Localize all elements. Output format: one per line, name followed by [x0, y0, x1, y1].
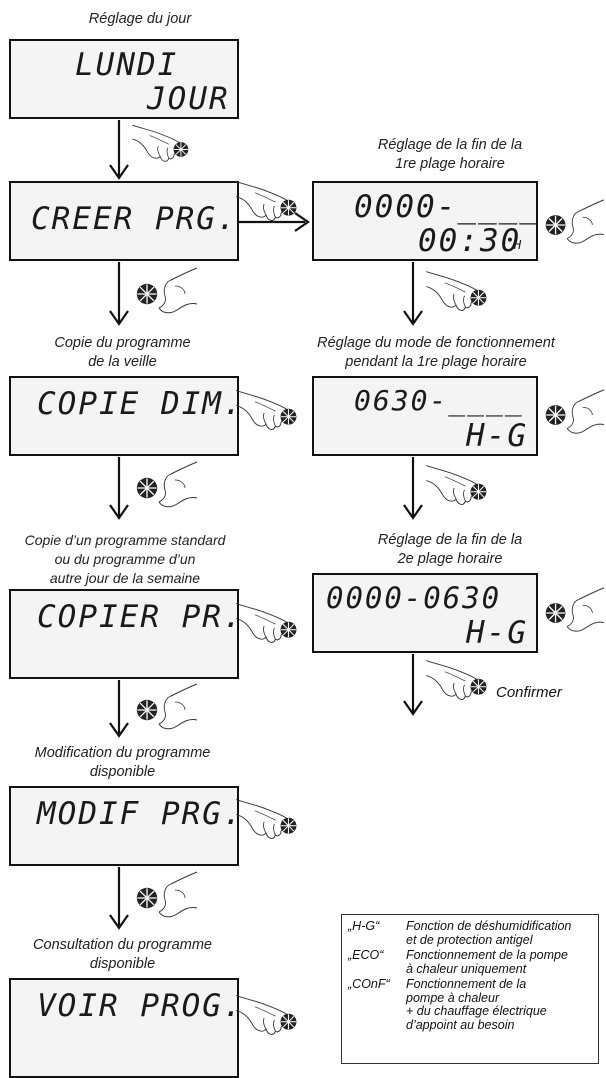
caption-line: 1re plage horaire — [395, 156, 505, 172]
display-modif-prg: MODIF PRG. — [9, 786, 242, 866]
display-line-2: H-G — [466, 615, 528, 651]
hand-press-icon — [132, 125, 188, 161]
display-creer-prg: CREER PRG. — [9, 181, 239, 261]
hand-turn-icon — [546, 390, 604, 433]
hand-press-icon — [236, 800, 296, 839]
caption-copy-standard: Copie d’un programme standard ou du prog… — [0, 531, 250, 588]
legend-line: à chaleur uniquement — [406, 961, 527, 976]
display-line-1: 0000-____ — [354, 189, 540, 225]
hand-press-icon — [236, 391, 296, 430]
legend-box: „H-G“ Fonction de déshumidification et d… — [341, 914, 599, 1064]
caption-end-range-2: Réglage de la fin de la 2e plage horaire — [300, 531, 600, 569]
hand-press-icon — [426, 661, 486, 700]
hand-turn-icon — [137, 268, 197, 313]
display-lundi: LUNDI JOUR — [9, 39, 239, 119]
legend-code: „H-G“ — [348, 919, 380, 933]
caption-line: Réglage de la fin de la — [377, 137, 523, 153]
hand-press-icon — [426, 466, 486, 505]
display-line-1: COPIER PR. — [37, 599, 244, 635]
caption-line: Copie d’un programme standard — [24, 532, 226, 548]
hand-press-icon — [426, 272, 486, 311]
caption-view: Consultation du programme disponible — [0, 936, 245, 974]
caption-line: ou du programme d’un — [54, 551, 196, 567]
legend-description: Fonction de déshumidification et de prot… — [406, 919, 596, 947]
display-line-1: COPIE DIM. — [37, 386, 244, 422]
display-copier-pr: COPIER PR. — [9, 589, 242, 679]
caption-mode-range-1: Réglage du mode de fonctionnement pendan… — [266, 334, 606, 372]
legend-line: et de protection antigel — [406, 932, 533, 947]
caption-line: 2e plage horaire — [397, 551, 503, 567]
caption-end-range-1: Réglage de la fin de la 1re plage horair… — [300, 136, 600, 174]
caption-day-setting: Réglage du jour — [40, 10, 240, 29]
caption-line: Réglage du mode de fonctionnement — [317, 335, 555, 351]
caption-line: Modification du programme — [34, 745, 211, 761]
legend-line: d’appoint au besoin — [406, 1017, 515, 1032]
legend-description: Fonctionnement de la pompe à chaleur uni… — [406, 948, 596, 976]
caption-line: de la veille — [88, 354, 157, 370]
display-time-range-1: 0000-____ 00:30 H — [312, 181, 538, 261]
hand-turn-icon — [137, 684, 197, 729]
display-line-1: CREER PRG. — [31, 201, 238, 237]
caption-line: autre jour de la semaine — [49, 570, 201, 586]
hand-press-icon — [236, 604, 296, 643]
display-time-range-2: 0000-0630 H-G — [312, 573, 538, 653]
caption-copy-previous: Copie du programme de la veille — [0, 334, 245, 372]
caption-modify: Modification du programme disponible — [0, 744, 245, 782]
display-line-2: H-G — [466, 418, 528, 454]
display-mode-range-1: 0630-____ H-G — [312, 376, 538, 456]
display-voir-prog: VOIR PROG. — [9, 978, 242, 1078]
caption-line: Consultation du programme — [33, 937, 212, 953]
hand-press-icon — [236, 182, 296, 221]
display-unit: H — [514, 238, 522, 252]
display-line-1: LUNDI — [75, 47, 179, 83]
caption-line: disponible — [89, 956, 156, 972]
legend-code: „ECO“ — [348, 948, 384, 962]
legend-line: + du chauffage électrique — [406, 1004, 547, 1018]
legend-line: Fonctionnement de la pompe — [406, 948, 568, 962]
legend-description: Fonctionnement de la pompe à chaleur + d… — [406, 977, 596, 1032]
legend-line: Fonctionnement de la — [406, 977, 527, 991]
hand-turn-icon — [137, 872, 197, 917]
display-line-1: VOIR PROG. — [37, 988, 244, 1024]
caption-line: disponible — [89, 764, 156, 780]
caption-line: Réglage du jour — [88, 11, 192, 27]
display-copie-dim: COPIE DIM. — [9, 376, 242, 456]
hand-turn-icon — [137, 462, 197, 507]
display-line-2: JOUR — [147, 81, 230, 117]
hand-turn-icon — [546, 588, 604, 631]
caption-line: pendant la 1re plage horaire — [345, 354, 527, 370]
display-line-1: 0630-____ — [354, 384, 524, 417]
caption-line: Réglage de la fin de la — [377, 532, 523, 548]
display-line-1: 0000-0630 — [326, 581, 502, 615]
display-line-2: 00:30 — [418, 223, 522, 259]
legend-line: pompe à chaleur — [406, 990, 500, 1005]
caption-line: Copie du programme — [54, 335, 191, 351]
legend-line: Fonction de déshumidification — [406, 919, 572, 933]
display-line-1: MODIF PRG. — [37, 796, 244, 832]
confirm-label: Confirmer — [496, 684, 562, 701]
hand-turn-icon — [546, 200, 604, 243]
legend-code: „COnF“ — [348, 977, 390, 991]
hand-press-icon — [236, 996, 296, 1035]
